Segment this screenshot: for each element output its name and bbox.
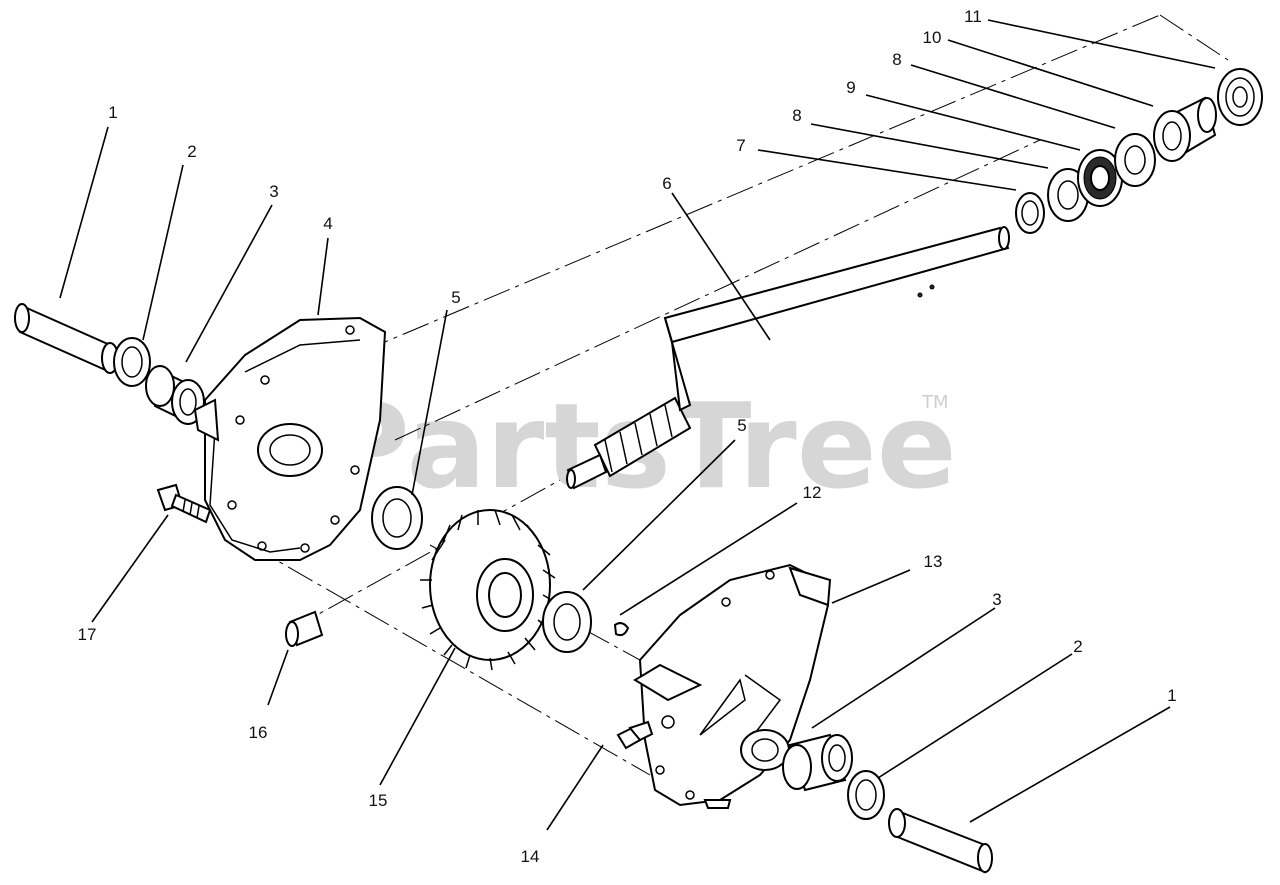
callout-1-right: 1 <box>1167 686 1176 705</box>
thrust-bearing <box>1077 149 1123 207</box>
retaining-ring <box>1015 192 1045 234</box>
callout-4: 4 <box>323 214 332 233</box>
callout-5-upper: 5 <box>451 288 460 307</box>
callout-2-right: 2 <box>1073 637 1082 656</box>
callout-5-lower: 5 <box>737 416 746 435</box>
bolt <box>156 483 212 524</box>
worm-shaft <box>566 226 1010 490</box>
bearing-ring-right <box>847 770 885 820</box>
grease-fitting <box>616 720 654 750</box>
callout-9: 9 <box>846 78 855 97</box>
callout-labels: 1 2 3 4 5 6 7 8 9 8 10 11 5 12 13 3 2 1 … <box>78 7 1177 866</box>
watermark-trademark: TM <box>921 392 949 413</box>
pin-right <box>888 808 993 874</box>
callout-7: 7 <box>736 136 745 155</box>
bearing-ring-left <box>113 337 151 387</box>
callout-12: 12 <box>803 483 822 502</box>
callout-3-right: 3 <box>992 590 1001 609</box>
callout-8-upper: 8 <box>892 50 901 69</box>
callout-6: 6 <box>662 174 671 193</box>
thrust-washer-lower <box>542 591 592 653</box>
gear-case-right <box>633 563 832 809</box>
bushing-left <box>145 365 205 425</box>
flanged-bushing <box>1153 96 1217 162</box>
thrust-washer-upper <box>371 486 423 550</box>
callout-1-left: 1 <box>108 103 117 122</box>
leader-lines <box>59 19 1216 831</box>
center-lines <box>199 14 1229 776</box>
callout-13: 13 <box>924 552 943 571</box>
callout-3-left: 3 <box>269 182 278 201</box>
worm-gear <box>420 509 556 671</box>
gear-case-left <box>193 316 387 561</box>
callout-16: 16 <box>249 723 268 742</box>
callout-17: 17 <box>78 625 97 644</box>
callout-2-left: 2 <box>187 142 196 161</box>
dowel-pin <box>285 610 324 647</box>
callout-14: 14 <box>521 847 540 866</box>
pin-left <box>14 303 119 374</box>
callout-10: 10 <box>923 28 942 47</box>
key <box>613 622 630 637</box>
bushing-right <box>782 733 853 792</box>
washer-outer <box>1114 133 1156 187</box>
callout-15: 15 <box>369 791 388 810</box>
callout-11: 11 <box>964 7 982 26</box>
callout-8-lower: 8 <box>792 106 801 125</box>
seal <box>1217 68 1263 126</box>
